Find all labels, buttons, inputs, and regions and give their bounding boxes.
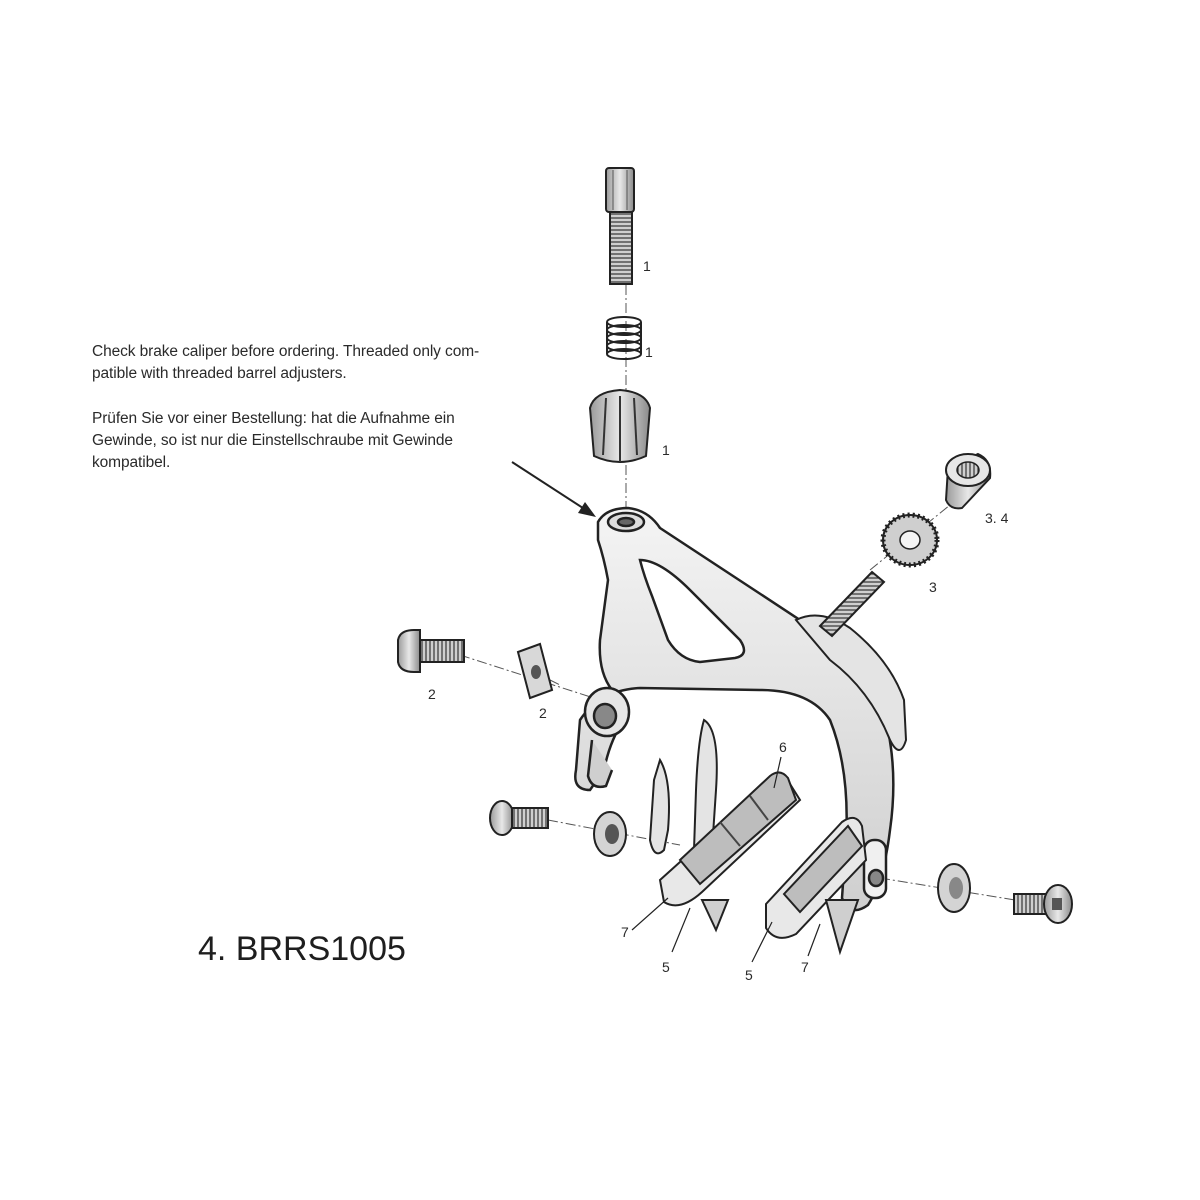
ordering-note-english-text: Check brake caliper before ordering. Thr…	[92, 343, 480, 382]
callout-recessed-nut: 3. 4	[985, 510, 1009, 526]
note-leader-arrow	[511, 461, 596, 517]
callout-spring: 1	[645, 344, 653, 360]
callout-washer-left: 2	[539, 705, 547, 721]
shoe-bolt-right	[1013, 884, 1073, 924]
recessed-nut	[944, 452, 992, 510]
pivot-washer-left	[516, 642, 554, 700]
shoe-spacer-right	[937, 863, 971, 913]
barrel-adjuster-screw	[605, 167, 635, 285]
callout-serrated-washer: 3	[929, 579, 937, 595]
pivot-bolt-left	[397, 629, 465, 673]
callout-barrel-screw: 1	[643, 258, 651, 274]
serrated-washer	[880, 512, 940, 568]
part-number-title: 4. BRRS1005	[198, 930, 406, 968]
brake-shoe-left	[658, 771, 802, 933]
spring	[606, 316, 642, 360]
shoe-bolt-left	[489, 800, 549, 836]
callout-shoe-right: 7	[801, 959, 809, 975]
callout-pivot-bolt-left: 2	[428, 686, 436, 702]
ordering-note-german: Prüfen Sie vor einer Bestellung: hat die…	[92, 408, 532, 474]
mounting-bolt	[818, 570, 886, 638]
shoe-spacer-left	[593, 811, 627, 857]
adjuster-nut	[588, 388, 652, 463]
callout-labels: 1 1 1 3. 4 3 2 2 6 7 5 5 7	[428, 258, 1009, 983]
callout-shoe-left: 7	[621, 924, 629, 940]
callout-holder-right: 5	[745, 967, 753, 983]
ordering-note-english: Check brake caliper before ordering. Thr…	[92, 341, 532, 385]
callout-holder-left: 5	[662, 959, 670, 975]
callout-adjuster-nut: 1	[662, 442, 670, 458]
callout-pad-insert: 6	[779, 739, 787, 755]
caliper-arm-front	[574, 506, 895, 912]
callout-leaders	[631, 756, 821, 963]
brake-shoe-right	[765, 816, 868, 956]
ordering-note-german-text: Prüfen Sie vor einer Bestellung: hat die…	[92, 410, 455, 471]
